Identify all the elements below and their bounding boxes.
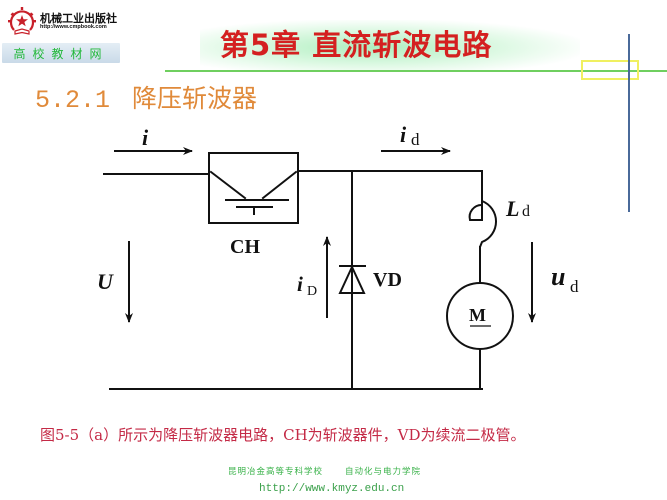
section-heading: 5.2.1 降压斩波器 <box>35 79 257 115</box>
label-inductor: L <box>505 196 519 221</box>
publisher-url: http://www.cmpbook.com <box>40 24 107 30</box>
footer-url-link[interactable]: http://www.kmyz.edu.cn <box>259 483 405 495</box>
section-number: 5.2.1 <box>35 86 111 115</box>
label-motor: M <box>469 305 486 325</box>
gear-star-book-icon <box>8 7 36 35</box>
label-diode: VD <box>373 269 402 291</box>
slide-title: 第5章 直流斩波电路 <box>220 28 493 62</box>
decorative-vertical-line <box>628 34 630 212</box>
publisher-logo: 机械工业出版社 http://www.cmpbook.com 高校教材网 <box>2 3 120 63</box>
diode-vd <box>338 264 366 294</box>
figure-caption: 图5-5（a）所示为降压斩波器电路，CH为斩波器件，VD为续流二极管。 <box>40 426 526 444</box>
label-output-voltage: u <box>551 262 565 291</box>
footer-school-name: 昆明冶金高等专科学校 <box>228 467 324 477</box>
label-input-voltage: U <box>97 269 114 294</box>
footer-department: 自动化与电力学院 <box>345 467 422 477</box>
publisher-logo-top: 机械工业出版社 http://www.cmpbook.com <box>2 3 120 40</box>
header-divider <box>165 70 667 72</box>
label-chopper: CH <box>230 236 260 258</box>
label-output-voltage-sub: d <box>570 277 579 296</box>
label-diode-current: i <box>297 272 303 296</box>
label-input-current: i <box>142 125 149 150</box>
inductor-ld <box>468 200 498 248</box>
label-output-current: i <box>400 122 407 147</box>
publisher-band: 高校教材网 <box>2 43 120 63</box>
label-output-current-sub: d <box>411 130 420 149</box>
label-diode-current-sub: D <box>307 284 317 299</box>
footer-school: 昆明冶金高等专科学校 自动化与电力学院 <box>228 465 421 477</box>
title-glow <box>200 20 580 70</box>
publisher-band-label: 高校教材网 <box>13 47 109 61</box>
section-title: 降压斩波器 <box>132 84 258 113</box>
label-inductor-sub: d <box>522 203 530 220</box>
decorative-rectangle <box>581 60 639 80</box>
publisher-name: 机械工业出版社 <box>40 12 117 25</box>
